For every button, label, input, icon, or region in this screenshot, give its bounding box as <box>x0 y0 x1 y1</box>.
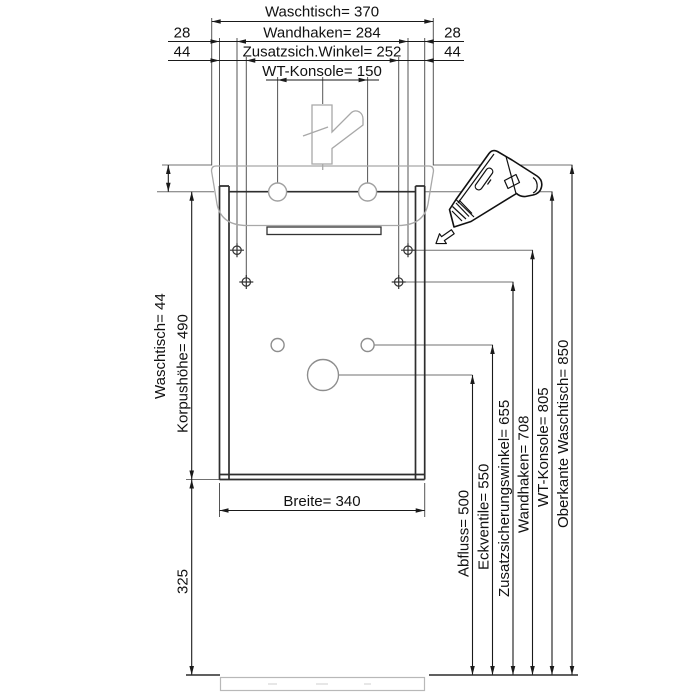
dim-konsole-width: WT-Konsole= 150 <box>262 63 382 80</box>
right-dimension-labels: Abfluss= 500 Eckventile= 550 Zusatzsiche… <box>456 340 573 597</box>
dim-oberkante: Oberkante Waschtisch= 850 <box>555 340 572 528</box>
dim-korpushoehe: Korpushöhe= 490 <box>175 314 192 433</box>
valve-circles <box>270 337 375 353</box>
cabinet <box>218 185 426 481</box>
dim-konsole-height: WT-Konsole= 805 <box>535 387 552 507</box>
faucet-icon <box>302 104 364 170</box>
dim-offset-28-left: 28 <box>174 25 191 42</box>
screw-direction-arrow-icon <box>435 229 455 245</box>
dim-waschtisch-height: Waschtisch= 44 <box>152 293 169 399</box>
dim-abfluss: Abfluss= 500 <box>456 490 473 577</box>
dim-wandhaken-width: Wandhaken= 284 <box>263 25 380 42</box>
dim-zusatzwinkel-width: Zusatzsich.Winkel= 252 <box>243 44 402 61</box>
dim-offset-28-right: 28 <box>444 25 461 42</box>
dim-zusatzsicherungswinkel: Zusatzsicherungswinkel= 655 <box>496 400 513 597</box>
drill-icon <box>448 149 543 228</box>
console-mount-circles <box>267 182 378 202</box>
dim-breite: Breite= 340 <box>283 493 360 510</box>
dim-eckventile: Eckventile= 550 <box>476 464 493 570</box>
wall-hook-screw-icons <box>230 243 415 289</box>
top-dimension-labels: Waschtisch= 370 28 Wandhaken= 284 28 44 … <box>174 4 461 81</box>
dim-wandhaken-height: Wandhaken= 708 <box>516 416 533 533</box>
dim-waschtisch-width: Waschtisch= 370 <box>265 4 379 21</box>
dimension-arrowheads <box>166 19 575 675</box>
dim-offset-44-left: 44 <box>174 44 191 61</box>
drain-circle <box>306 358 340 392</box>
plinth <box>219 676 426 692</box>
dim-sockel-height: 325 <box>175 569 192 594</box>
dim-offset-44-right: 44 <box>444 44 461 61</box>
washbasin-outline <box>210 165 435 227</box>
drawer-slot <box>266 226 382 236</box>
left-dimension-labels: Waschtisch= 44 Korpushöhe= 490 325 <box>152 293 192 594</box>
